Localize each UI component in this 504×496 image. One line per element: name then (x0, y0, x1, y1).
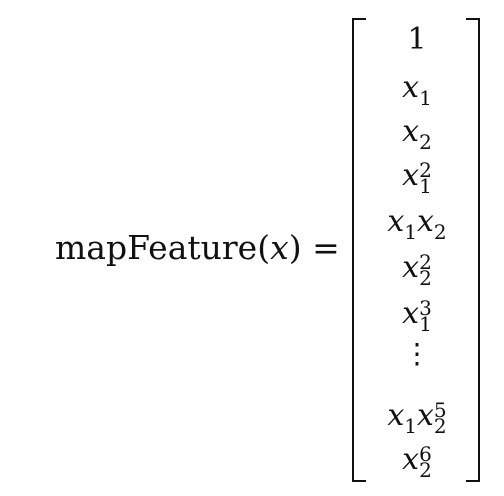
vector-entry-2: x1 (368, 70, 466, 108)
entry-var: x (387, 398, 405, 433)
left-bracket (352, 18, 366, 482)
vector-entry-1: 1 (368, 22, 466, 58)
entry-subscript: 2 (433, 414, 447, 438)
equals-sign: = (312, 228, 340, 267)
argument-x: x (270, 228, 289, 267)
entry-superscript: 6 (419, 442, 432, 466)
entry-superscript: 2 (419, 250, 432, 274)
right-bracket (466, 18, 480, 482)
entry-var: x (402, 250, 420, 285)
entry-subscript: 2 (433, 220, 447, 244)
function-name: mapFeature (55, 228, 258, 267)
entry-subscript: 2 (419, 266, 432, 290)
vertical-ellipsis: ⋮ (403, 337, 431, 370)
vector-entry-5: x1x2 (368, 204, 466, 242)
entry-constant: 1 (407, 22, 427, 57)
entry-var: x (402, 114, 420, 149)
entry-superscript: 3 (419, 296, 432, 320)
entry-var: x (417, 398, 434, 433)
entry-subscript: 2 (419, 458, 432, 482)
entry-var: x (387, 204, 405, 239)
entry-superscript: 5 (433, 398, 447, 422)
entry-subscript: 1 (404, 414, 417, 438)
entry-var: x (402, 442, 420, 477)
entry-var: x (402, 70, 420, 105)
entry-subscript: 1 (419, 86, 432, 110)
equation-lhs: mapFeature(x) = (55, 228, 340, 268)
entry-var: x (402, 158, 420, 193)
entry-subscript: 1 (404, 220, 417, 244)
vector-entry-3: x2 (368, 114, 466, 152)
entry-subscript: 2 (419, 130, 432, 154)
close-paren: ) (288, 228, 302, 267)
entry-subscript: 1 (419, 312, 432, 336)
entry-subscript: 1 (419, 174, 432, 198)
entry-superscript: 2 (419, 158, 432, 182)
entry-var: x (402, 296, 420, 331)
entry-var: x (417, 204, 434, 239)
open-paren: ( (257, 228, 271, 267)
